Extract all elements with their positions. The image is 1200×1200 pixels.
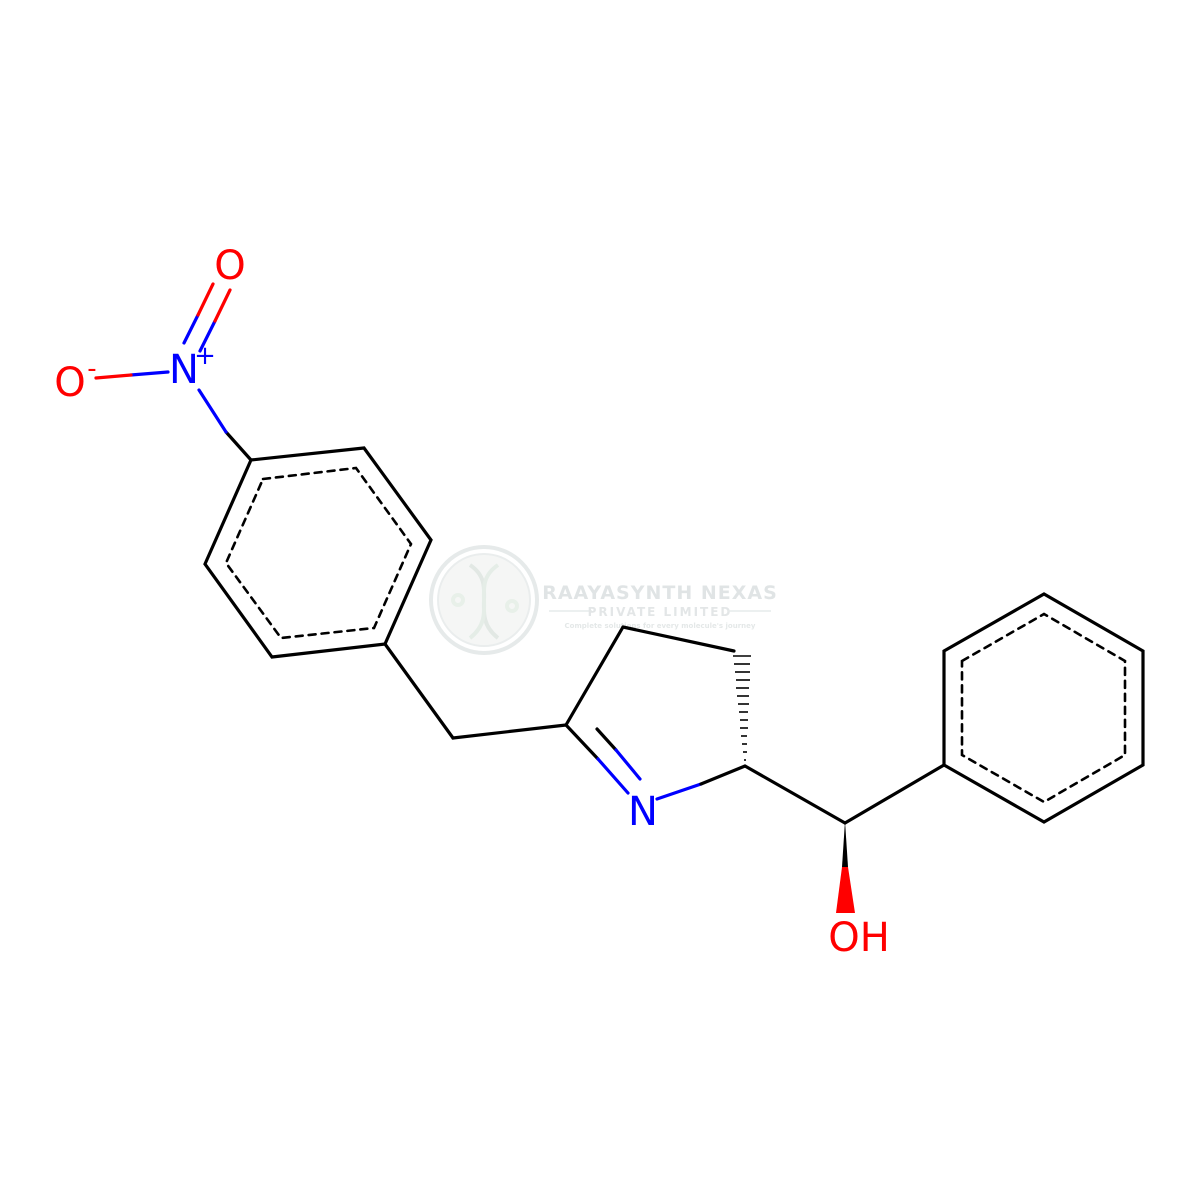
- bond-ch2-c2: [451, 723, 568, 740]
- phenyl-ring-aromatic: [960, 612, 1127, 804]
- dna-helix-icon: [451, 563, 519, 640]
- atom-label-o-left: O: [54, 360, 85, 406]
- bond-n-o-double-a: [182, 313, 200, 345]
- phenyl-ring: [942, 592, 1145, 824]
- bond-n1-c5: [655, 764, 747, 801]
- atom-label-o-top: O: [214, 243, 245, 289]
- watermark: RAAYASYNTH NEXAS PRIVATE LIMITED Complet…: [429, 545, 778, 655]
- atom-label-oh: OH: [828, 915, 890, 961]
- bond-c3-c4: [621, 625, 736, 653]
- nitro-bonds: [94, 282, 253, 462]
- charge-negative: -: [87, 354, 96, 384]
- bond-c2-c3: [564, 625, 625, 727]
- hashed-wedge-c5-c4: [733, 655, 751, 761]
- bonds: [383, 625, 946, 825]
- phenyl-ring-outline: [942, 592, 1145, 824]
- solid-wedge-c-oh: [836, 821, 855, 913]
- bond-c5-choh: [743, 764, 847, 825]
- watermark-company: RAAYASYNTH NEXAS: [542, 582, 778, 604]
- bond-n-o-double-b: [198, 319, 217, 353]
- nitrophenyl-ring-outline: [203, 446, 433, 659]
- watermark-logo-ring: [429, 545, 539, 655]
- nitrophenyl-ring: [203, 446, 433, 659]
- watermark-subtitle: PRIVATE LIMITED: [588, 605, 733, 619]
- atom-label-n-nitro: N: [169, 347, 199, 393]
- bond-ring-nitro: [224, 430, 253, 462]
- bond-n-o-single: [129, 370, 170, 377]
- bond-c2-n1-double: [564, 723, 642, 795]
- charge-positive: +: [194, 341, 216, 371]
- watermark-tagline: Complete solutions for every molecule's …: [565, 622, 756, 630]
- bond-ring-ch2: [383, 642, 455, 740]
- bond-choh-phenyl: [843, 763, 946, 825]
- atom-label-n-ring: N: [628, 789, 658, 835]
- nitrophenyl-ring-aromatic: [224, 466, 413, 640]
